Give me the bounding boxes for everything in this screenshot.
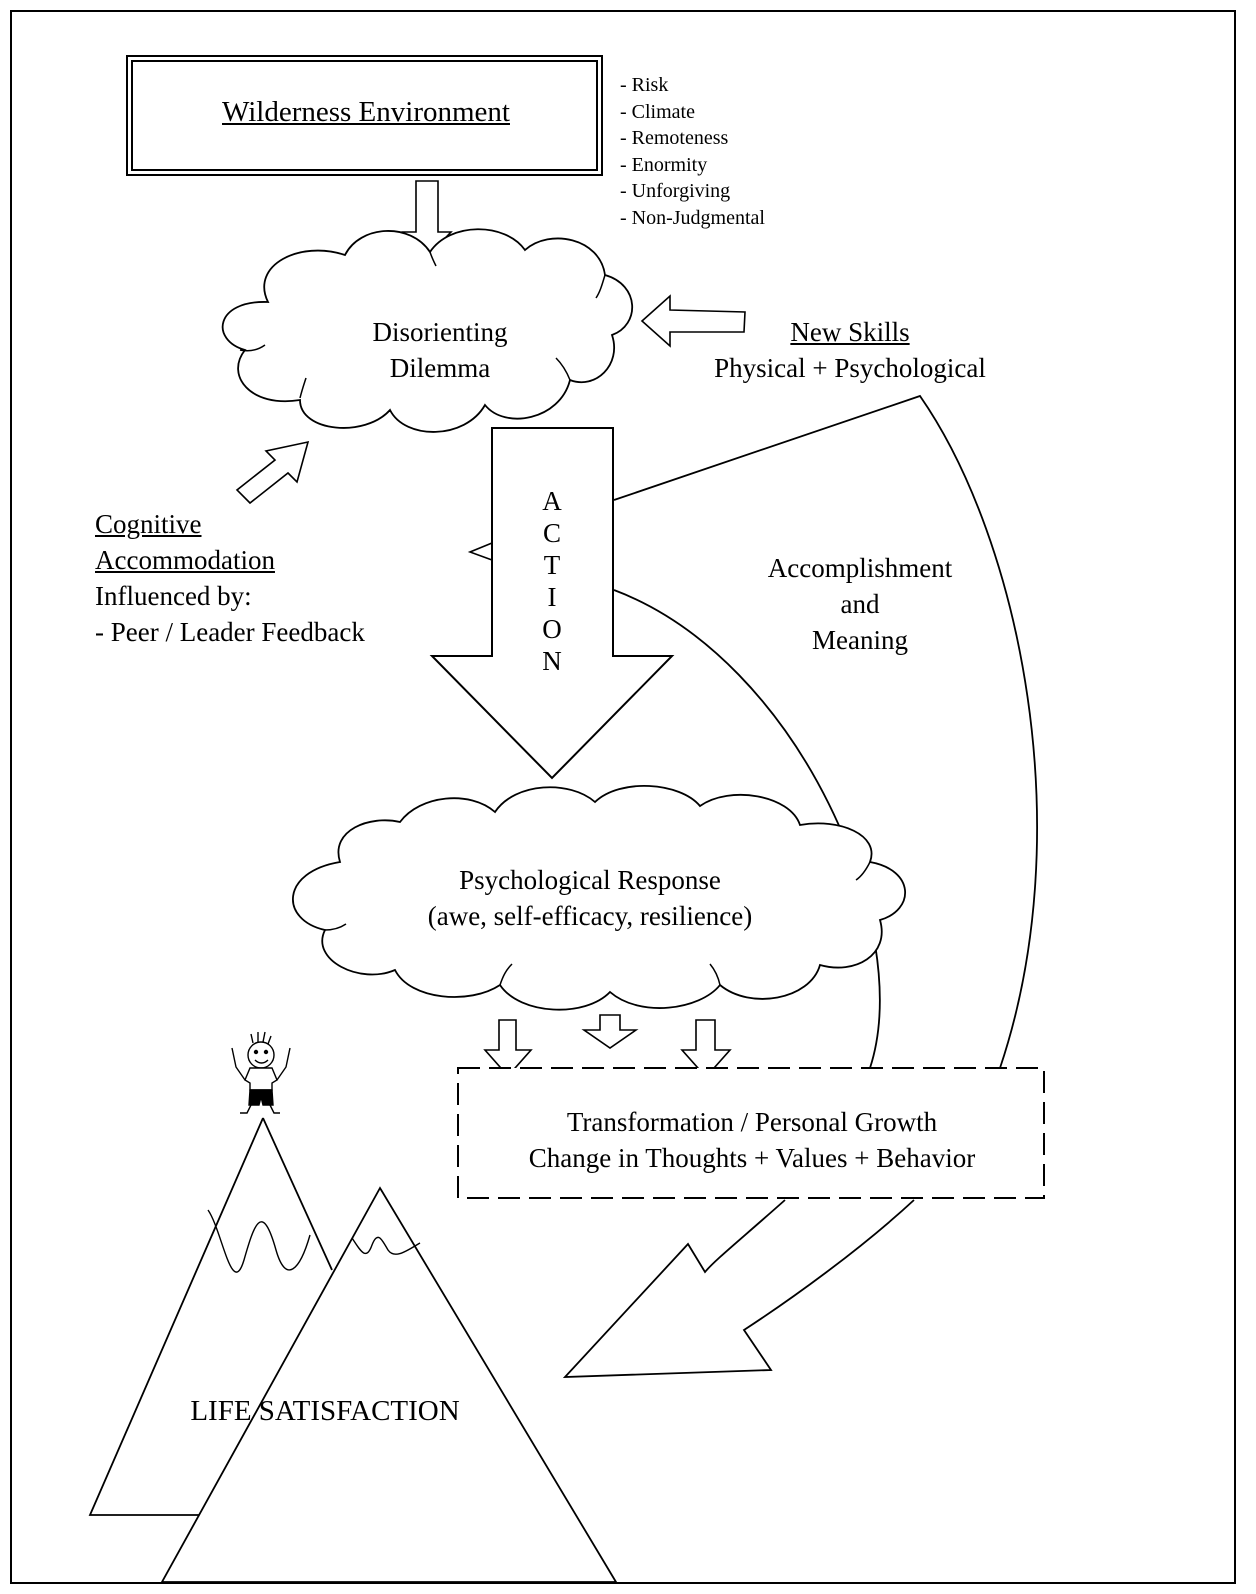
transformation-title: Transformation / Personal Growth bbox=[566, 1107, 938, 1137]
accomplishment-label: Accomplishment and Meaning bbox=[740, 550, 980, 658]
cognitive-title: Accommodation bbox=[95, 545, 275, 575]
feature-item: - Non-Judgmental bbox=[620, 206, 765, 229]
skills-to-dilemma-arrow bbox=[640, 294, 746, 348]
mountains bbox=[88, 1117, 618, 1583]
wilderness-features: - Risk - Climate - Remoteness - Enormity… bbox=[620, 72, 765, 231]
life-satisfaction-label: LIFE SATISFACTION bbox=[190, 1395, 460, 1427]
feature-item: - Climate bbox=[620, 100, 695, 123]
dilemma-line: Dilemma bbox=[389, 353, 491, 383]
transformation-label: Transformation / Personal Growth Change … bbox=[462, 1104, 1042, 1176]
psych-cloud bbox=[292, 785, 906, 1011]
action-letter: O bbox=[542, 614, 562, 644]
wilderness-title: Wilderness Environment bbox=[222, 96, 510, 128]
psych-response-detail: (awe, self-efficacy, resilience) bbox=[427, 901, 753, 931]
action-letter: N bbox=[542, 646, 562, 676]
cognitive-label: Cognitive Accommodation Influenced by: -… bbox=[95, 506, 365, 650]
dilemma-label: Disorienting Dilemma bbox=[330, 314, 550, 386]
cognitive-line: - Peer / Leader Feedback bbox=[95, 617, 365, 647]
accomplishment-line: Meaning bbox=[812, 625, 908, 655]
feature-item: - Remoteness bbox=[620, 127, 729, 149]
action-letter: A bbox=[542, 486, 562, 516]
outer-return-band bbox=[613, 394, 1038, 1069]
action-label: A C T I O N bbox=[532, 485, 572, 677]
cognitive-to-dilemma-arrow bbox=[235, 440, 310, 505]
growth-arrow-3 bbox=[680, 1019, 732, 1079]
feature-item: - Risk bbox=[620, 74, 669, 96]
feature-item: - Unforgiving bbox=[620, 180, 731, 202]
transformation-detail: Change in Thoughts + Values + Behavior bbox=[528, 1143, 976, 1173]
psych-response-title: Psychological Response bbox=[459, 865, 721, 895]
inner-return-band bbox=[613, 589, 881, 1069]
cognitive-line: Influenced by: bbox=[95, 581, 252, 611]
action-letter: T bbox=[543, 550, 561, 580]
growth-arrow-2 bbox=[581, 1014, 639, 1049]
cognitive-title: Cognitive bbox=[95, 509, 202, 539]
transformation-box bbox=[457, 1067, 1045, 1199]
feature-item: - Enormity bbox=[620, 153, 708, 176]
psych-response-label: Psychological Response (awe, self-effica… bbox=[330, 862, 850, 934]
action-letter: C bbox=[542, 518, 561, 548]
new-skills-title: New Skills bbox=[790, 317, 910, 347]
diagram-frame bbox=[10, 10, 1236, 1584]
new-skills-subtitle: Physical + Psychological bbox=[714, 353, 986, 383]
return-arrowhead bbox=[562, 1199, 915, 1378]
new-skills-label: New Skills Physical + Psychological bbox=[680, 314, 1020, 386]
growth-arrow-1 bbox=[483, 1019, 533, 1078]
action-pointer bbox=[467, 542, 493, 561]
wilderness-box bbox=[126, 55, 603, 176]
dilemma-line: Disorienting bbox=[372, 317, 508, 347]
stick-figure-icon bbox=[231, 1031, 291, 1114]
accomplishment-line: Accomplishment bbox=[767, 553, 953, 583]
accomplishment-line: and bbox=[840, 589, 880, 619]
action-arrow bbox=[429, 427, 675, 780]
action-letter: I bbox=[547, 582, 557, 612]
dilemma-cloud bbox=[221, 228, 634, 433]
